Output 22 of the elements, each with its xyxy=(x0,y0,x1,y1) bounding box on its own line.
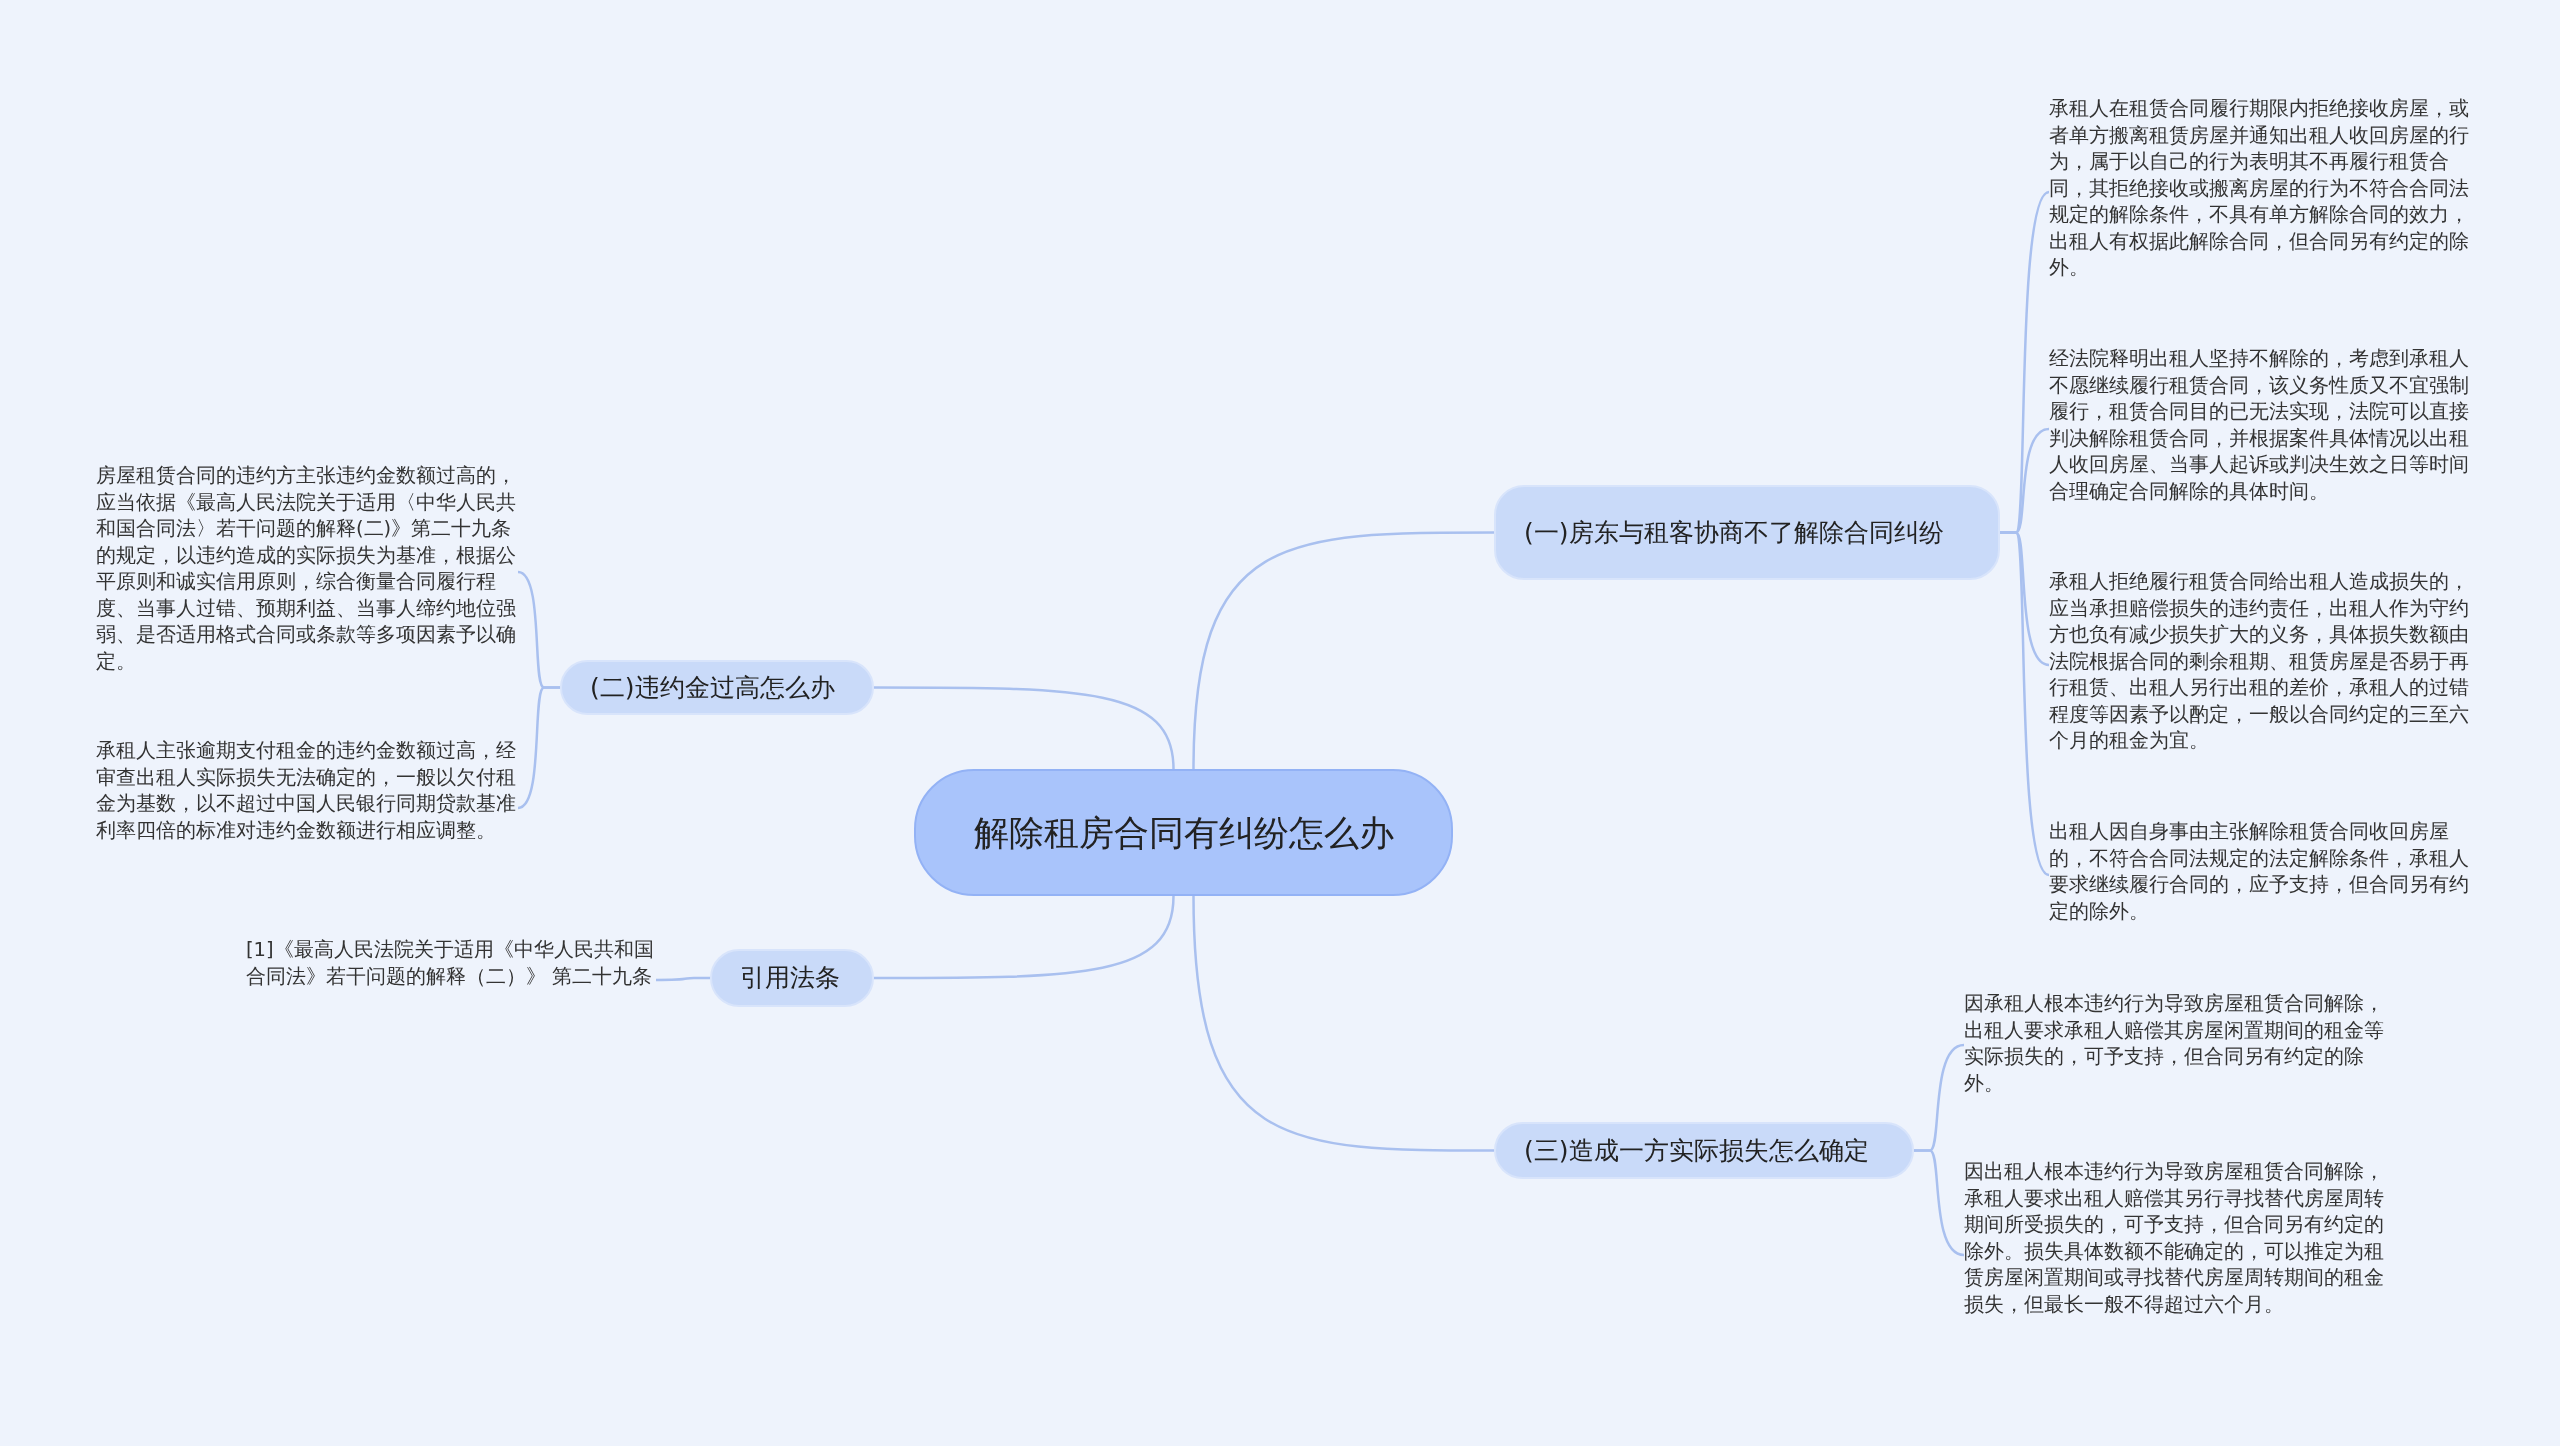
central-topic: 解除租房合同有纠纷怎么办 xyxy=(914,769,1453,896)
note-text: 房屋租赁合同的违约方主张违约金数额过高的，应当依据《最高人民法院关于适用〈中华人民共和国合同法〉若干问题的解释(二)》第二十九条的规定，以违约造成的实际损失为基准，根据公平原则和诚实信用原则，综合衡量合同履行程度、当事人过错、预期利益、当事人缔约地位强弱、是否适用格式合同或条款等多项因素予以确定。 xyxy=(96,463,518,675)
note-text: 承租人拒绝履行租赁合同给出租人造成损失的，应当承担赔偿损失的违约责任，出租人作为守约方也负有减少损失扩大的义务，具体损失数额由法院根据合同的剩余租期、租赁房屋是否易于再行租赁、出租人另行出租的差价，承租人的过错程度等因素予以酌定，一般以合同约定的三至六个月的租金为宜。 xyxy=(2049,569,2469,755)
note-text: [1]《最高人民法院关于适用《中华人民共和国合同法》若干问题的解释（二）》 第二十九条 xyxy=(246,937,656,990)
topic-box: (一)房东与租客协商不了解除合同纠纷 xyxy=(1494,485,2000,580)
connector-line xyxy=(1192,531,1494,770)
connector-line xyxy=(874,686,1175,770)
connector-line xyxy=(874,895,1175,980)
note-text: 出租人因自身事由主张解除租赁合同收回房屋的，不符合合同法规定的法定解除条件，承租人要求继续履行合同的，应予支持，但合同另有约定的除外。 xyxy=(2049,819,2469,925)
note-text: 因出租人根本违约行为导致房屋租赁合同解除，承租人要求出租人赔偿其另行寻找替代房屋周转期间所受损失的，可予支持，但合同另有约定的除外。损失具体数额不能确定的，可以推定为租赁房屋闲置期间或寻找替代房屋周转期间的租金损失，但最长一般不得超过六个月。 xyxy=(1964,1159,2388,1318)
topic-box: (二)违约金过高怎么办 xyxy=(560,660,874,715)
note-text: 经法院释明出租人坚持不解除的，考虑到承租人不愿继续履行租赁合同，该义务性质又不宜强制履行，租赁合同目的已无法实现，法院可以直接判决解除租赁合同，并根据案件具体情况以出租人收回房屋、当事人起诉或判决生效之日等时间合理确定合同解除的具体时间。 xyxy=(2049,346,2469,505)
connector-line xyxy=(517,686,560,810)
note-text: 承租人在租赁合同履行期限内拒绝接收房屋，或者单方搬离租赁房屋并通知出租人收回房屋的行为，属于以自己的行为表明其不再履行租赁合同，其拒绝接收或搬离房屋的行为不符合合同法规定的解除条件，不具有单方解除合同的效力，出租人有权据此解除合同，但合同另有约定的除外。 xyxy=(2049,96,2469,282)
note-text: 承租人主张逾期支付租金的违约金数额过高，经审查出租人实际损失无法确定的，一般以欠付租金为基数，以不超过中国人民银行同期贷款基准利率四倍的标准对违约金数额进行相应调整。 xyxy=(96,738,518,844)
connector-line xyxy=(1192,895,1494,1152)
connector-line xyxy=(2000,531,2050,876)
connector-line xyxy=(656,976,710,982)
note-text: 因承租人根本违约行为导致房屋租赁合同解除，出租人要求承租人赔偿其房屋闲置期间的租金等实际损失的，可予支持，但合同另有约定的除外。 xyxy=(1964,991,2388,1097)
topic-box: 引用法条 xyxy=(710,949,874,1007)
topic-box: (三)造成一方实际损失怎么确定 xyxy=(1494,1122,1914,1179)
connector-line xyxy=(1914,1149,1965,1257)
